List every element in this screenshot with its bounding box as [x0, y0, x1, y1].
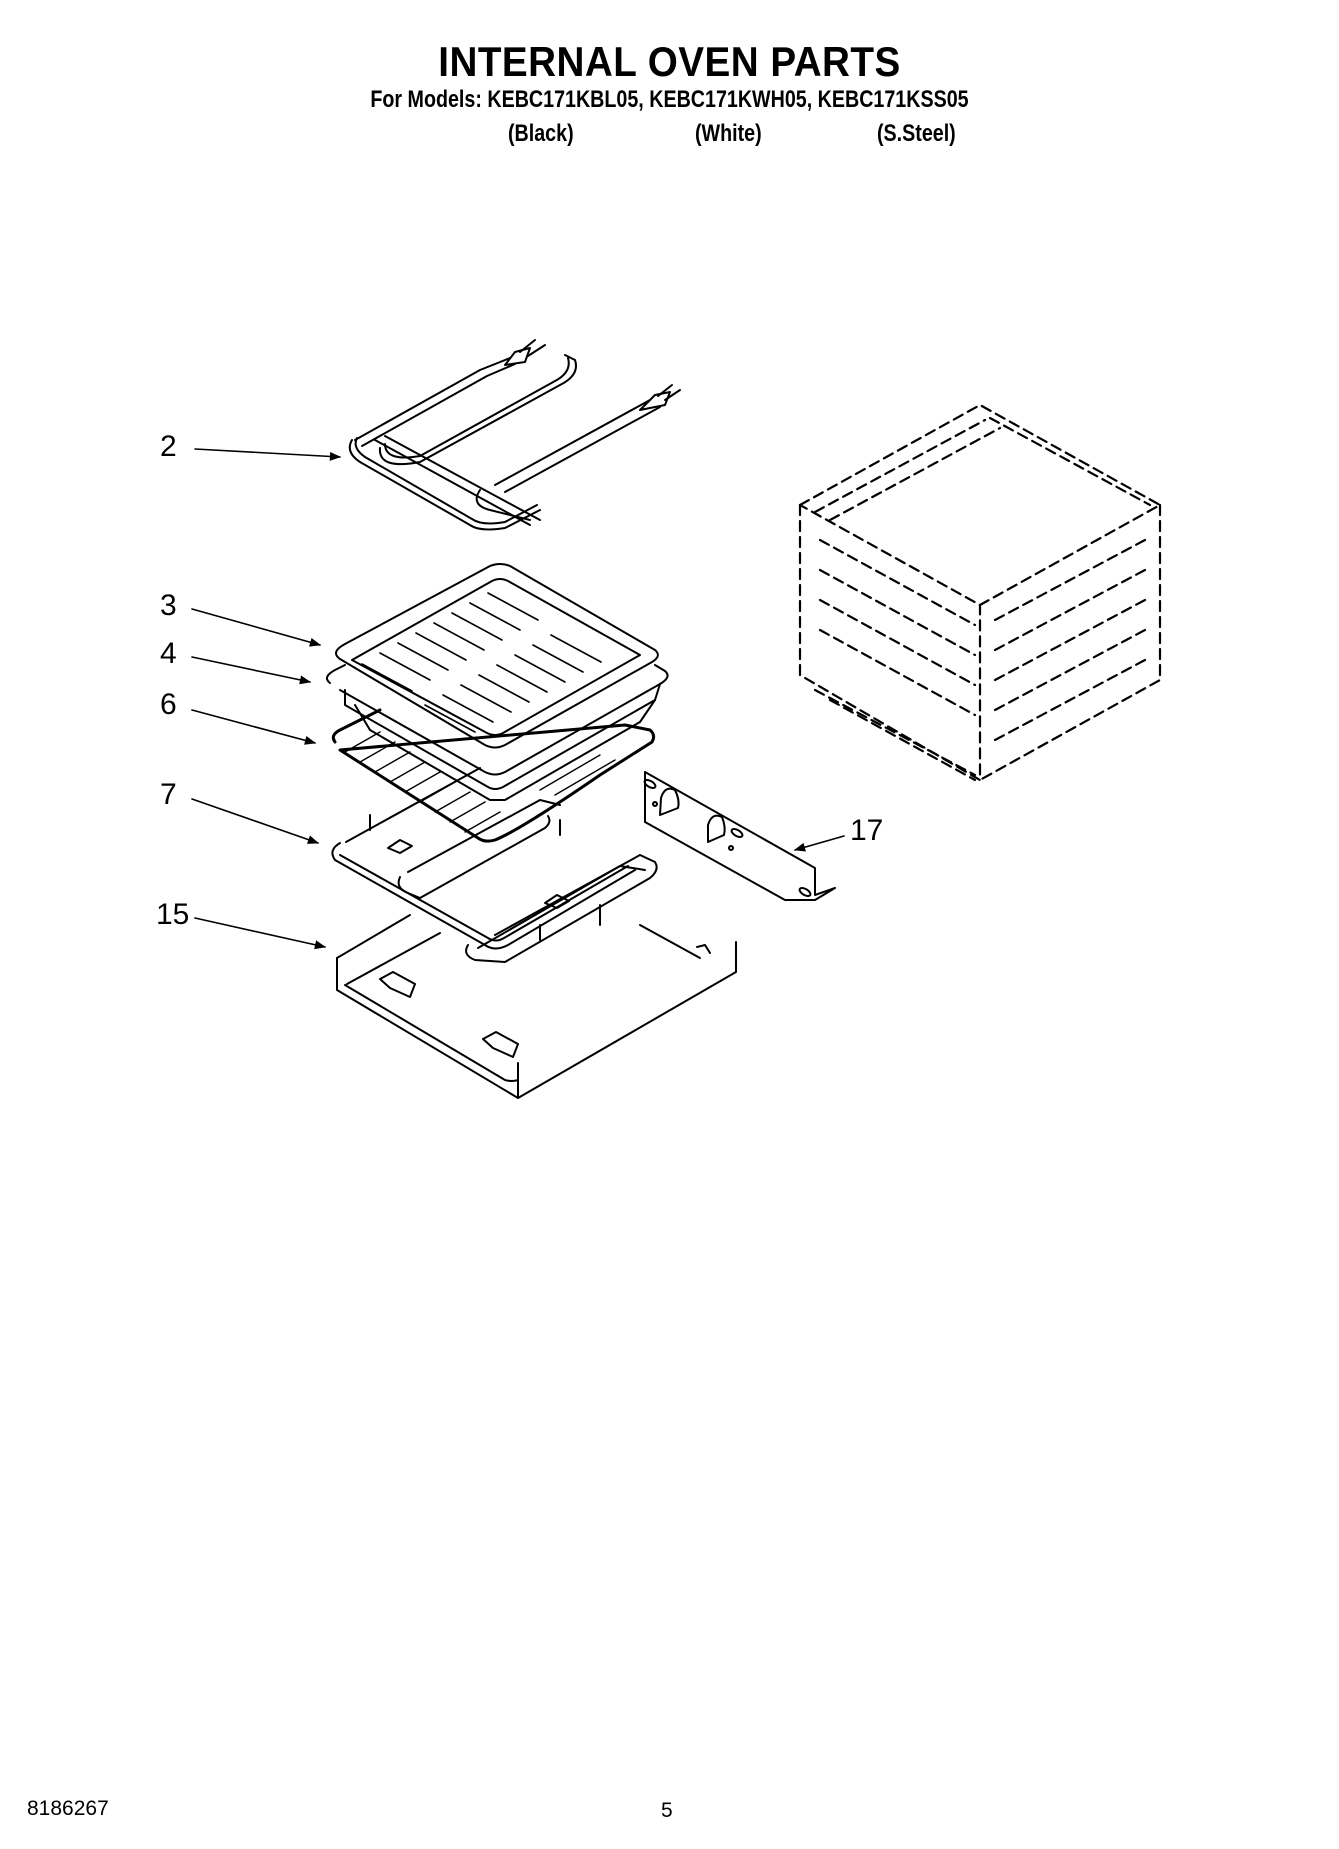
callout-6: 6 [160, 688, 177, 721]
leader-lines [191, 448, 845, 950]
callout-3: 3 [160, 589, 177, 622]
callout-15: 15 [156, 898, 190, 931]
bake-element-drawing [331, 767, 658, 963]
bracket-drawing [643, 771, 836, 901]
drip-tray-drawing [336, 914, 737, 1099]
color-label-white: (White) [695, 120, 762, 147]
broil-element-drawing [348, 339, 681, 531]
oven-cavity-drawing [798, 403, 1162, 782]
models-line: For Models: KEBC171KBL05, KEBC171KWH05, … [370, 86, 969, 113]
callout-4: 4 [160, 637, 177, 670]
color-label-black: (Black) [508, 120, 574, 147]
broiler-pan-grid-drawing [335, 563, 659, 749]
oven-rack-drawing [331, 708, 656, 843]
page-number: 5 [661, 1799, 673, 1822]
callout-2: 2 [160, 430, 177, 463]
color-label-steel: (S.Steel) [877, 120, 956, 147]
callout-7: 7 [160, 778, 177, 811]
document-number: 8186267 [27, 1797, 109, 1820]
page-title: INTERNAL OVEN PARTS [438, 38, 901, 85]
callout-17: 17 [850, 814, 884, 847]
